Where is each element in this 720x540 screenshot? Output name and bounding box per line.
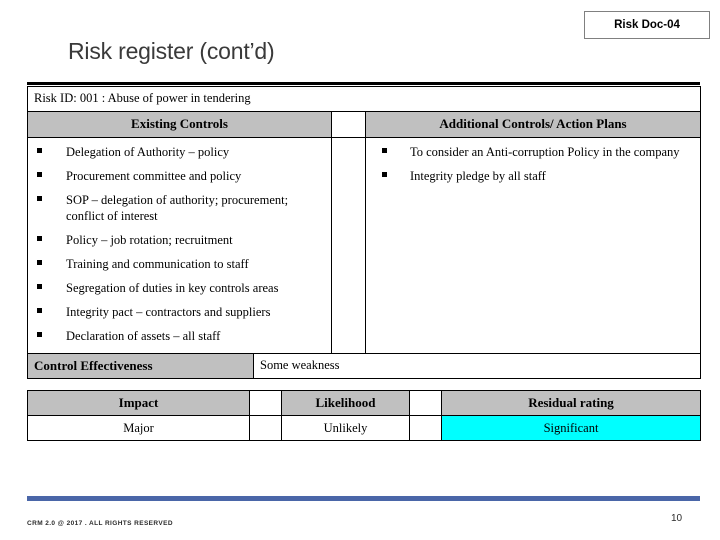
square-bullet-icon <box>37 196 42 201</box>
additional-controls-cell: To consider an Anti-corruption Policy in… <box>365 137 701 355</box>
controls-header-row: Existing Controls Additional Controls/ A… <box>27 111 701 138</box>
square-bullet-icon <box>37 260 42 265</box>
likelihood-header: Likelihood <box>281 390 410 416</box>
rating-header-row: Impact Likelihood Residual rating <box>27 390 701 416</box>
risk-rating-table: Impact Likelihood Residual rating Major … <box>27 390 701 441</box>
existing-control-item: Policy – job rotation; recruitment <box>30 232 327 248</box>
existing-control-item-text: Training and communication to staff <box>66 257 249 271</box>
residual-rating-header: Residual rating <box>441 390 701 416</box>
square-bullet-icon <box>37 148 42 153</box>
spacer-column-header <box>331 111 366 138</box>
likelihood-value: Unlikely <box>281 415 410 441</box>
existing-control-item: Procurement committee and policy <box>30 168 327 184</box>
additional-control-item: Integrity pledge by all staff <box>368 168 696 184</box>
doc-id-badge: Risk Doc-04 <box>584 11 710 39</box>
control-effectiveness-row: Control Effectiveness Some weakness <box>27 353 701 379</box>
additional-controls-header: Additional Controls/ Action Plans <box>365 111 701 138</box>
square-bullet-icon <box>37 236 42 241</box>
square-bullet-icon <box>37 284 42 289</box>
additional-control-item-text: Integrity pledge by all staff <box>410 169 546 183</box>
page-number: 10 <box>671 513 683 524</box>
footer-copyright: CRM 2.0 @ 2017 . ALL RIGHTS RESERVED <box>27 520 173 527</box>
control-effectiveness-value: Some weakness <box>253 353 701 379</box>
header-divider <box>27 82 700 85</box>
risk-id-row: Risk ID: 001 : Abuse of power in tenderi… <box>27 86 701 112</box>
control-effectiveness-table: Control Effectiveness Some weakness <box>27 353 701 379</box>
existing-control-item-text: Declaration of assets – all staff <box>66 329 221 343</box>
doc-id-label: Risk Doc-04 <box>614 19 680 31</box>
rating-value-row: Major Unlikely Significant <box>27 415 701 441</box>
additional-controls-list: To consider an Anti-corruption Policy in… <box>366 138 700 194</box>
page-title: Risk register (cont’d) <box>68 38 275 64</box>
existing-control-item: Delegation of Authority – policy <box>30 144 327 160</box>
additional-control-item-text: To consider an Anti-corruption Policy in… <box>410 145 680 159</box>
existing-control-item: Integrity pact – contractors and supplie… <box>30 304 327 320</box>
existing-control-item-text: Policy – job rotation; recruitment <box>66 233 233 247</box>
control-effectiveness-label: Control Effectiveness <box>27 353 254 379</box>
footer-divider-bar <box>27 496 700 501</box>
square-bullet-icon <box>37 308 42 313</box>
square-bullet-icon <box>37 332 42 337</box>
impact-spacer-value <box>249 415 282 441</box>
existing-control-item-text: Delegation of Authority – policy <box>66 145 230 159</box>
risk-register-table: Risk ID: 001 : Abuse of power in tenderi… <box>27 86 701 374</box>
risk-id-cell: Risk ID: 001 : Abuse of power in tenderi… <box>27 86 701 112</box>
square-bullet-icon <box>382 148 387 153</box>
square-bullet-icon <box>37 172 42 177</box>
existing-control-item-text: Procurement committee and policy <box>66 169 242 183</box>
existing-controls-header: Existing Controls <box>27 111 332 138</box>
spacer-column-cell <box>331 137 366 355</box>
impact-value: Major <box>27 415 250 441</box>
existing-control-item: Training and communication to staff <box>30 256 327 272</box>
existing-control-item: Segregation of duties in key controls ar… <box>30 280 327 296</box>
square-bullet-icon <box>382 172 387 177</box>
residual-rating-value: Significant <box>441 415 701 441</box>
impact-spacer-header <box>249 390 282 416</box>
additional-control-item: To consider an Anti-corruption Policy in… <box>368 144 696 160</box>
likelihood-spacer-header <box>409 390 442 416</box>
existing-control-item-text: Segregation of duties in key controls ar… <box>66 281 279 295</box>
existing-control-item: Declaration of assets – all staff <box>30 328 327 344</box>
existing-control-item-text: SOP – delegation of authority; procureme… <box>66 193 289 223</box>
impact-header: Impact <box>27 390 250 416</box>
existing-control-item: SOP – delegation of authority; procureme… <box>30 192 327 224</box>
likelihood-spacer-value <box>409 415 442 441</box>
existing-control-item-text: Integrity pact – contractors and supplie… <box>66 305 271 319</box>
